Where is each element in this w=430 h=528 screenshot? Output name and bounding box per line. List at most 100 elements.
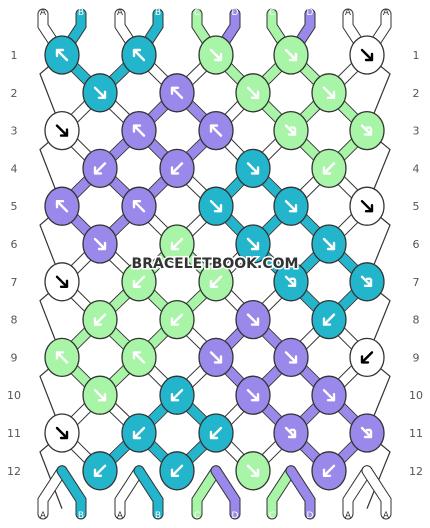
top-strand-letter: D [232,8,239,18]
bottom-tail [192,466,221,519]
row-number-right: 8 [413,314,420,327]
knot-arrow-icon [246,313,260,326]
knot-arrow-icon [55,351,69,364]
knot-arrow-icon [284,351,298,364]
bottom-strand-letter: A [40,511,47,521]
knot-arrow-icon [170,162,184,175]
knot [273,35,309,75]
knot [198,337,234,378]
knot [273,110,309,151]
row-number-right: 9 [413,351,420,364]
row-number-right: 10 [409,389,423,402]
knot-arrow-icon [93,162,107,175]
knot [198,413,234,453]
knot [198,110,234,151]
row-number-left: 10 [7,389,21,402]
bottom-strand-letter: A [117,511,124,521]
knot [311,224,347,264]
top-strand-letter: A [40,8,47,18]
knot-arrow-icon [246,389,260,402]
knot-arrow-icon [170,464,184,477]
knot [349,110,385,151]
row-number-left: 8 [11,314,18,327]
knot [121,337,157,378]
knot [349,337,385,378]
row-number-right: 4 [413,162,420,175]
knot [121,262,157,302]
row-number-left: 4 [11,162,18,175]
knot [44,186,80,226]
knot [159,375,195,415]
knot-arrow-icon [55,275,69,288]
row-number-right: 5 [413,200,420,213]
knot [121,413,157,453]
knot-arrow-icon [360,275,373,287]
knot-arrow-icon [322,464,336,477]
knot-arrow-icon [132,199,146,213]
top-strand-letter: C [194,8,200,18]
knot-arrow-icon [284,275,297,287]
knot-arrow-icon [93,313,107,326]
row-number-right: 2 [413,87,420,100]
knot [273,337,309,378]
knot [121,186,157,226]
knot-arrow-icon [209,48,223,62]
knot-arrow-icon [209,426,223,440]
knot [311,451,347,491]
bottom-tail [57,466,86,519]
knot [349,35,385,75]
row-number-left: 7 [11,276,18,289]
knot-arrow-icon [322,86,336,100]
row-number-left: 2 [11,87,18,100]
knot [198,35,234,75]
knot-arrow-icon [284,124,297,136]
knot-arrow-icon [284,199,298,213]
knot [159,451,195,491]
knot [311,375,347,415]
bottom-strand-letter: D [232,511,239,521]
knot [273,262,309,302]
knot [349,413,385,453]
knot [44,413,80,453]
knot [273,413,309,453]
knot-arrow-icon [93,389,107,402]
bottom-tail [343,466,372,519]
knot [44,262,80,302]
knot-arrow-icon [170,237,184,251]
top-strand-letter: B [78,8,84,18]
knot [235,224,271,264]
knot-arrow-icon [170,313,184,326]
row-number-right: 1 [413,49,420,62]
top-strand-letter: C [269,8,275,18]
bottom-strand-letter: C [194,511,200,521]
knot-arrow-icon [132,351,146,364]
knot [235,299,271,340]
knot [311,299,347,340]
row-number-left: 12 [7,465,21,478]
bottom-strand-letter: B [78,511,84,521]
row-number-right: 3 [413,125,420,138]
knot-arrow-icon [360,124,373,136]
knot [198,186,234,226]
knot-arrow-icon [246,86,260,100]
knot [349,186,385,226]
row-number-left: 5 [11,200,18,213]
bottom-tail [211,466,240,519]
knot [159,224,195,264]
knot [121,35,157,75]
top-strand-letter: A [345,8,352,18]
knot [82,73,118,113]
knot [159,73,195,113]
top-strand-letter: A [383,8,390,18]
bottom-strand-letter: D [307,511,314,521]
knot [235,451,271,491]
knot [311,148,347,189]
knot-arrow-icon [209,124,223,137]
knot-arrow-icon [132,275,146,288]
knot-arrow-icon [246,162,260,175]
knot [82,224,118,264]
bottom-strand-letter: B [155,511,161,521]
knot-arrow-icon [360,351,374,364]
knot-arrow-icon [170,86,184,100]
